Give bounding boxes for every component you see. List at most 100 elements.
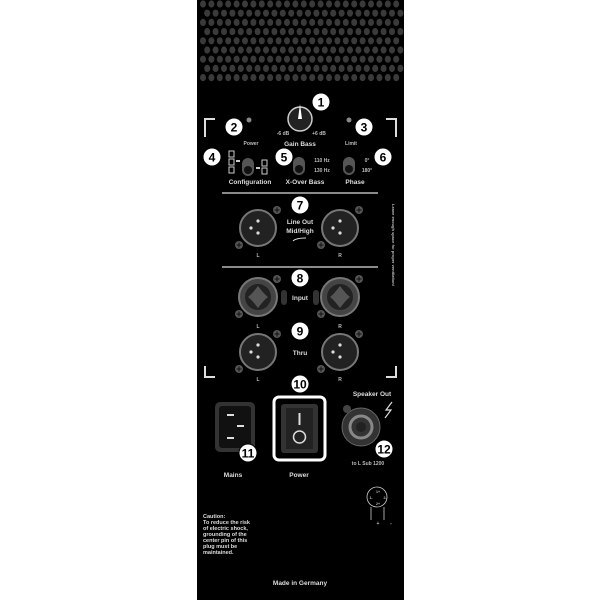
grille-hole [250, 18, 257, 26]
grille-hole [237, 46, 244, 54]
grille-hole [225, 0, 232, 8]
svg-text:12: 12 [377, 443, 391, 457]
grille-hole [237, 9, 244, 17]
grille-hole [233, 37, 240, 45]
grille-hole [225, 37, 232, 45]
grille-hole [221, 46, 227, 54]
grille-hole [376, 74, 383, 82]
grille-hole [229, 46, 236, 54]
grille-hole [288, 28, 295, 36]
line-out-left-xlr[interactable] [239, 209, 277, 247]
thru-label: Thru [293, 350, 307, 357]
grille-hole [368, 37, 374, 45]
grille-hole [313, 46, 320, 54]
thru-left-label: L [256, 377, 259, 383]
xover-label: X-Over Bass [286, 179, 325, 186]
speakon-pinout-icon [366, 486, 388, 520]
limit-led-label: Limit [345, 141, 357, 147]
screw-icon [317, 241, 325, 249]
grille-hole [200, 37, 206, 45]
line-out-right-xlr[interactable] [321, 209, 359, 247]
svg-text:8: 8 [297, 272, 304, 286]
grille-hole [380, 9, 387, 17]
grille-hole [326, 18, 332, 26]
screw-icon [317, 310, 325, 318]
grille-hole [372, 64, 379, 72]
svg-text:grounding of the: grounding of the [203, 532, 247, 538]
callout-1: 1 [311, 92, 331, 112]
grille-hole [246, 28, 253, 36]
grille-hole [229, 9, 236, 17]
svg-text:maintained.: maintained. [203, 550, 234, 556]
grille-hole [212, 64, 219, 72]
grille-hole [208, 0, 215, 8]
grille-hole [347, 46, 353, 54]
grille-hole [351, 0, 358, 8]
grille-hole [376, 0, 383, 8]
callout-4: 4 [202, 147, 222, 167]
gain-max-label: +6 dB [312, 131, 326, 137]
grille-hole [347, 28, 353, 36]
screw-icon [235, 310, 243, 318]
grille-hole [204, 28, 211, 36]
grille-hole [284, 18, 290, 26]
callout-3: 3 [354, 117, 374, 137]
grille-hole [313, 28, 320, 36]
grille-hole [376, 55, 383, 63]
speaker-out-connector[interactable] [341, 405, 381, 447]
phase-switch[interactable] [343, 157, 355, 175]
configuration-switch[interactable] [228, 150, 268, 176]
grille-hole [393, 18, 400, 26]
grille-hole [267, 37, 274, 45]
ventilation-note: Leave enough space for proper ventilatio… [391, 204, 396, 286]
svg-text:3: 3 [361, 121, 368, 135]
thru-right-xlr[interactable] [321, 333, 359, 371]
input-right-combo-jack[interactable] [320, 277, 360, 317]
input-left-label: L [256, 324, 259, 330]
grille-hole [263, 46, 269, 54]
grille-hole [338, 28, 345, 36]
grille-hole [275, 74, 282, 82]
grille-hole [233, 74, 240, 82]
grille-hole [271, 64, 278, 72]
gain-min-label: -6 dB [277, 131, 290, 137]
grille-hole [300, 0, 307, 8]
mains-inlet[interactable] [215, 402, 255, 452]
grille-hole [321, 46, 328, 54]
grille-hole [330, 9, 337, 17]
screw-icon [235, 241, 243, 249]
gain-bass-knob[interactable] [287, 104, 313, 132]
grille-hole [342, 37, 349, 45]
grille-hole [384, 74, 391, 82]
grille-hole [309, 18, 316, 26]
svg-text:center pin of this: center pin of this [203, 538, 247, 544]
grille-hole [359, 37, 366, 45]
made-in-label: Made in Germany [273, 580, 328, 587]
input-led-icon [313, 290, 319, 305]
power-switch[interactable] [272, 395, 327, 462]
grille-hole [200, 74, 206, 82]
grille-hole [300, 74, 307, 82]
grille-hole [334, 55, 341, 63]
grille-hole [267, 18, 274, 26]
grille-hole [393, 37, 400, 45]
grille-hole [284, 74, 290, 82]
svg-text:of electric shock,: of electric shock, [203, 526, 248, 532]
grille-hole [258, 37, 265, 45]
input-left-combo-jack[interactable] [238, 277, 278, 317]
grille-hole [246, 64, 253, 72]
grille-hole [372, 46, 379, 54]
grille-hole [288, 9, 295, 17]
thru-right-label: R [338, 377, 342, 383]
grille-hole [330, 64, 337, 72]
thru-left-xlr[interactable] [239, 333, 277, 371]
grille-hole [292, 37, 299, 45]
grille-hole [216, 0, 223, 8]
callout-7: 7 [290, 195, 310, 215]
grille-hole [363, 28, 370, 36]
grille-hole [351, 74, 358, 82]
svg-text:9: 9 [297, 325, 304, 339]
grille-hole [200, 0, 206, 8]
xover-switch[interactable] [293, 157, 305, 175]
grille-hole [368, 18, 374, 26]
